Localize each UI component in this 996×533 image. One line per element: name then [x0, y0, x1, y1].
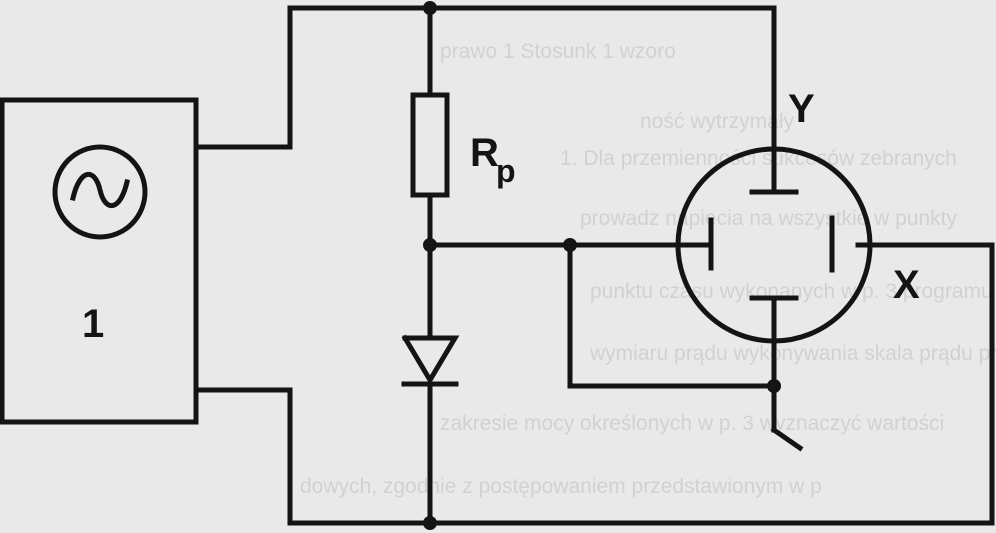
resistor-subscript: p	[496, 153, 516, 189]
junction-dot	[423, 1, 437, 15]
bleed-through-text: prawo 1 Stosunk 1 wzoro ność wytrzymały …	[300, 40, 996, 498]
ac-source-icon	[52, 144, 148, 240]
bleed-line: prowadz napięcia na wszystkie w punkty	[580, 207, 958, 230]
junction-dot	[423, 516, 437, 530]
ground-stub	[770, 426, 804, 452]
plate-x-label: X	[893, 263, 920, 307]
generator-number-label: 1	[82, 302, 104, 346]
junction-dot	[563, 238, 577, 252]
resistor-label: R	[470, 131, 499, 175]
junction-dot	[423, 238, 437, 252]
wire-loop-to-plate-bottom	[567, 242, 777, 389]
bleed-line: ność wytrzymały	[640, 110, 795, 133]
bleed-line: 1. Dla przemienności sukcesów zebranych	[560, 147, 957, 170]
wire-generator-top	[193, 5, 777, 150]
plate-y-label: Y	[788, 87, 815, 131]
bleed-line: dowych, zgodnie z postępowaniem przedsta…	[300, 475, 822, 498]
bleed-line: zakresie mocy określonych w p. 3 wyznacz…	[440, 412, 944, 435]
generator-box	[0, 97, 199, 425]
bleed-line: prawo 1 Stosunk 1 wzoro	[440, 40, 676, 63]
bleed-line: wymiaru prądu wykonywania skala prądu pr…	[589, 342, 996, 365]
sine-wave-symbol	[69, 171, 131, 209]
diode-triangle	[401, 334, 460, 385]
junction-dot	[767, 379, 781, 393]
junctions	[423, 1, 781, 530]
resistor-rp	[410, 92, 450, 198]
wire-generator-bottom	[193, 242, 995, 526]
